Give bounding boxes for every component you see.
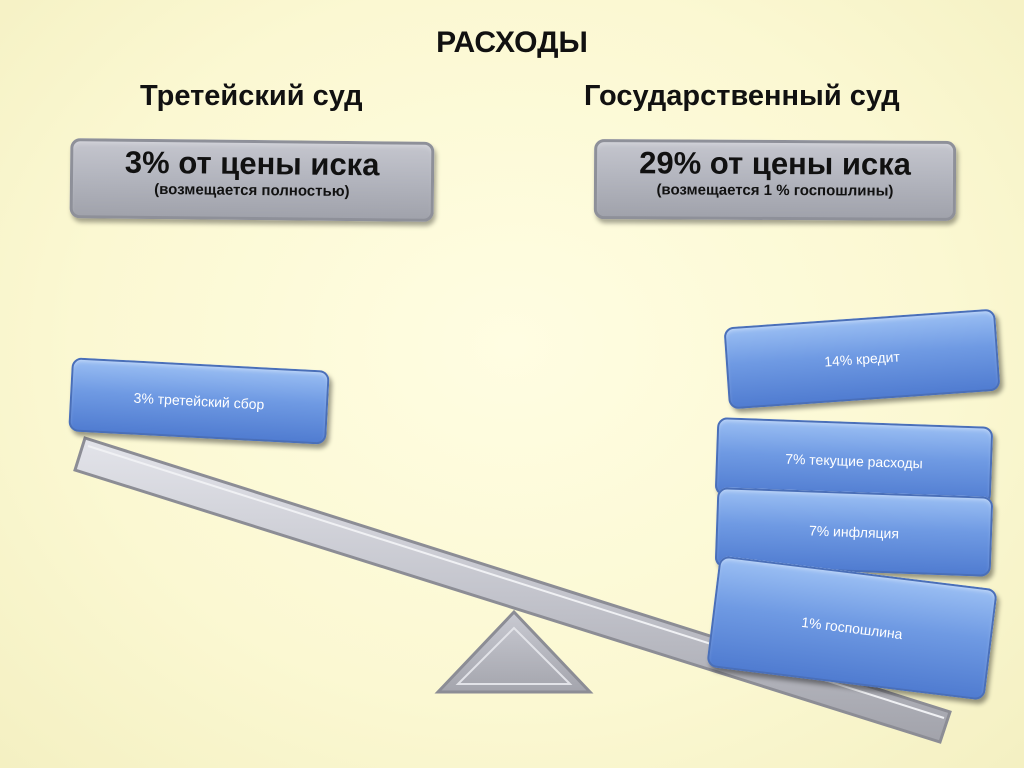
weight-arbitration-fee: 3% третейский сбор [68,357,330,445]
heading-arbitration-court: Третейский суд [140,80,363,112]
page-title: РАСХОДЫ [436,26,588,59]
scale-fulcrum [434,609,594,694]
heading-state-court: Государственный суд [584,80,900,112]
